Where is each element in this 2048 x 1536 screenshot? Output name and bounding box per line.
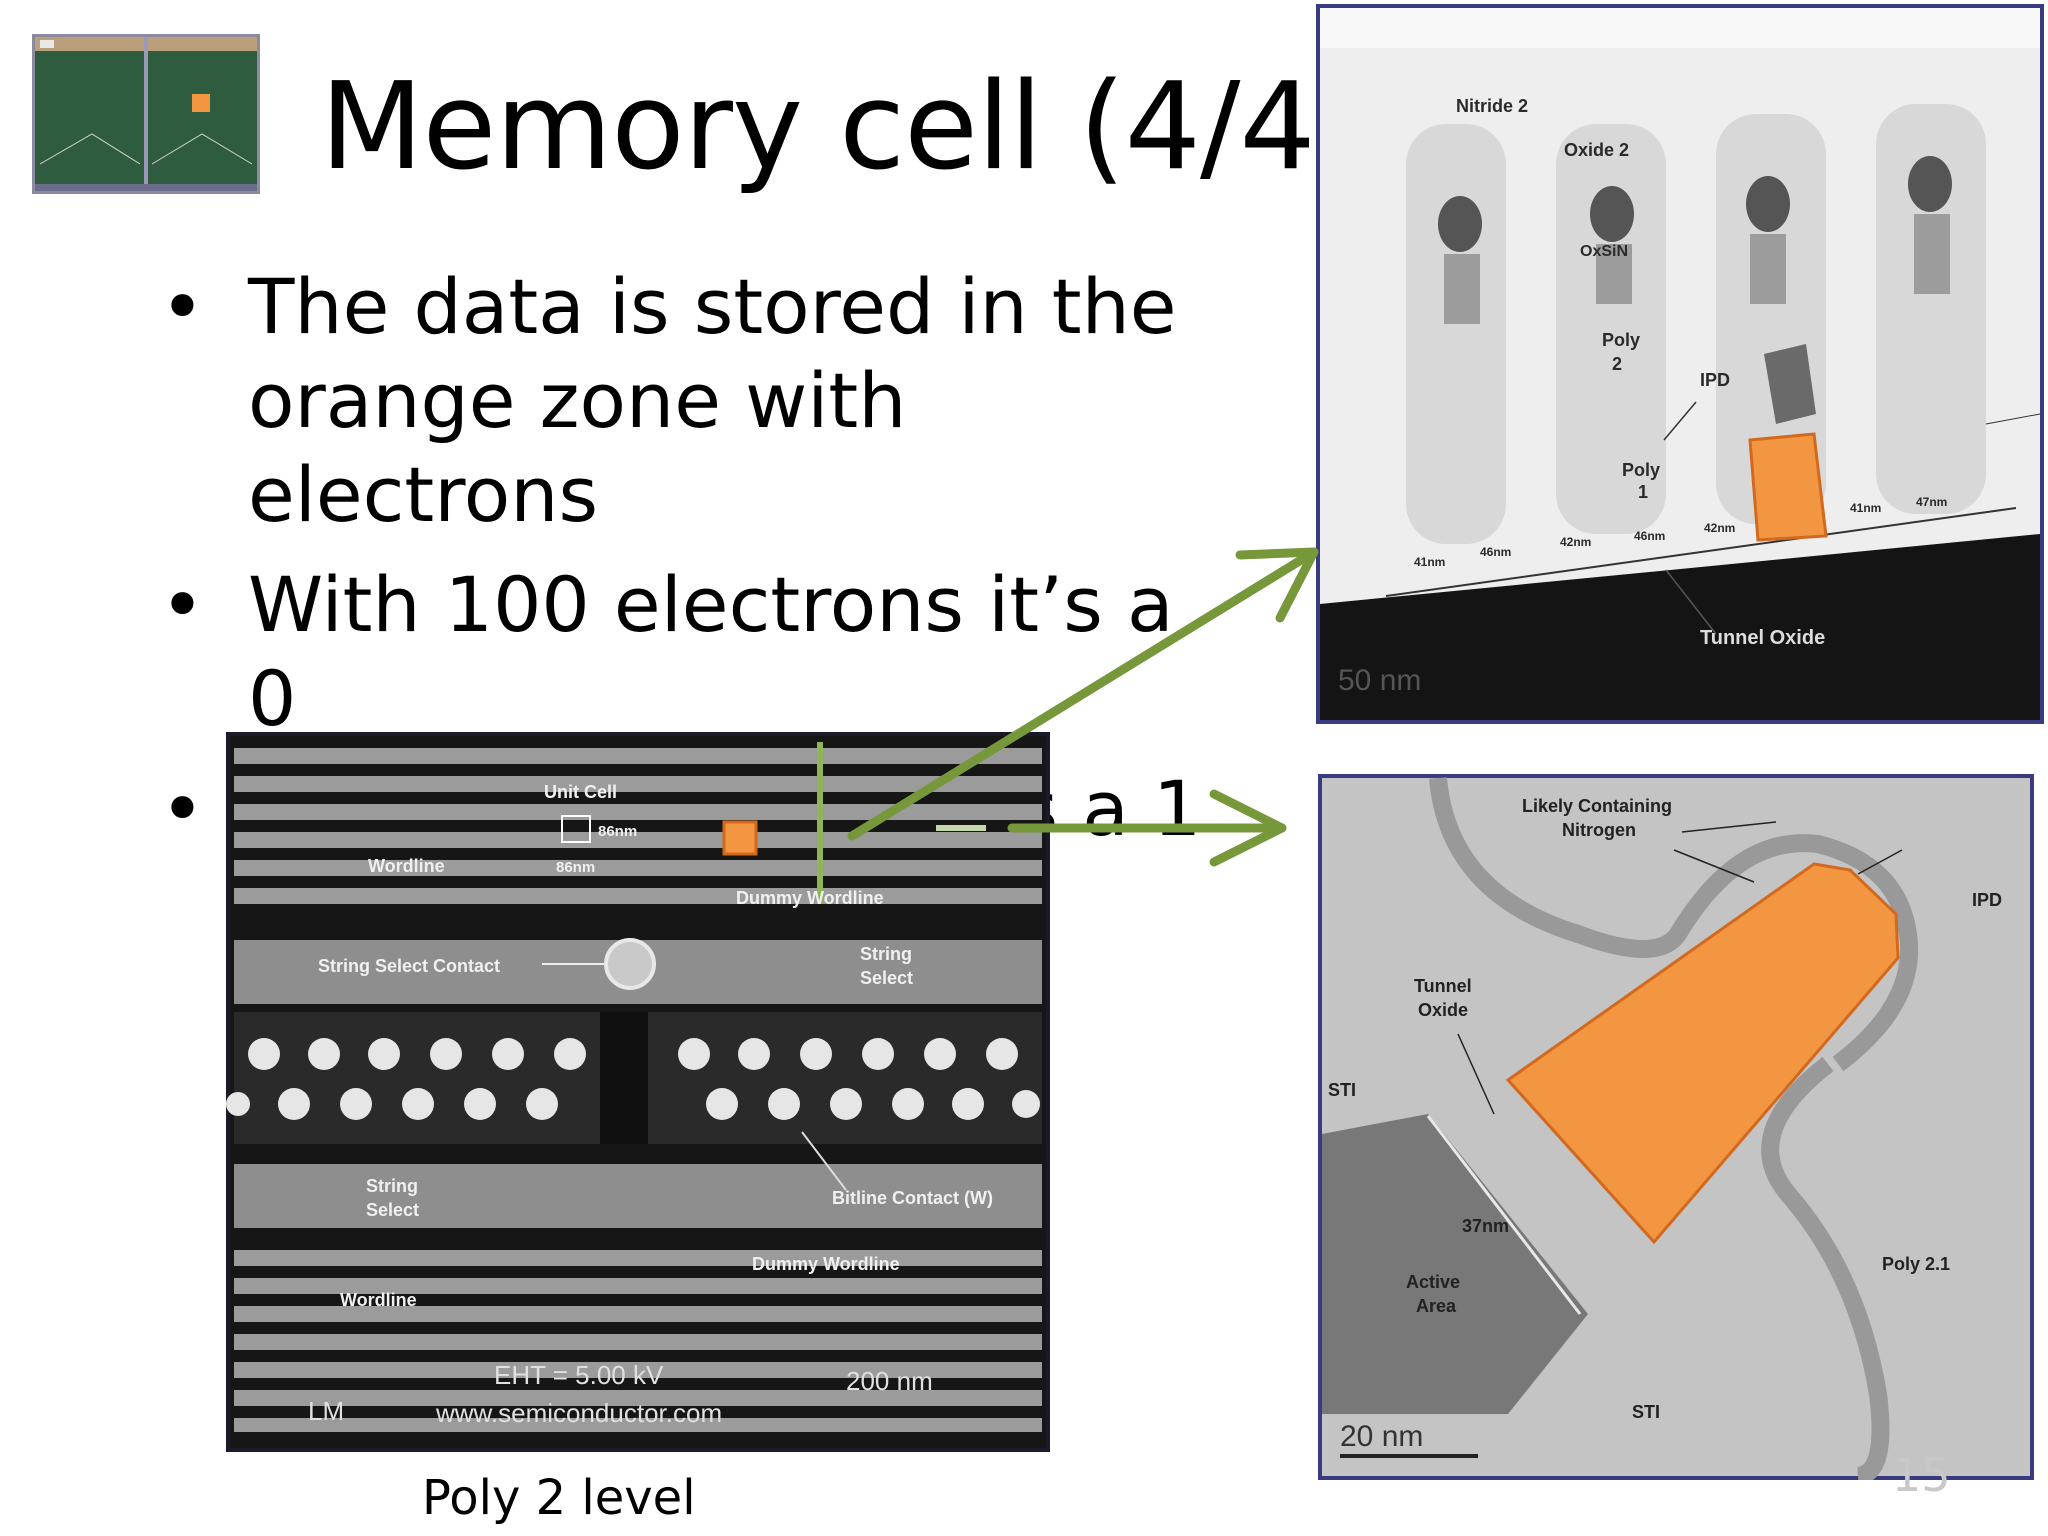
label-sti-left: STI [1328, 1080, 1356, 1100]
slide-title: Memory cell (4/4) [320, 58, 1362, 197]
label-area: Area [1416, 1296, 1457, 1316]
label-dummy-wordline-bottom: Dummy Wordline [752, 1254, 900, 1274]
sem-micrograph: Unit Cell 86nm 86nm Wordline Dummy Wordl… [226, 732, 1050, 1452]
label-eht: EHT = 5.00 kV [494, 1360, 664, 1390]
label-unit-cell: Unit Cell [544, 782, 617, 802]
label-string-select-left: String [366, 1176, 418, 1196]
label-poly1: Poly [1622, 460, 1660, 480]
arrow-to-bottom-image [1007, 789, 1287, 867]
label-poly2: Poly [1602, 330, 1640, 350]
label-wordline-top: Wordline [368, 856, 445, 876]
label-dim: 46nm [1480, 545, 1511, 559]
label-scale-50nm: 50 nm [1338, 664, 1421, 697]
arrow-to-top-image [847, 547, 1319, 841]
label-dim: 41nm [1850, 501, 1881, 515]
label-lm: LM [308, 1396, 344, 1426]
tem-cross-section-top: Nitride 2 Oxide 2 OxSiN Poly 2 IPD Poly … [1316, 4, 2044, 724]
label-active: Active [1406, 1272, 1460, 1292]
label-oxide-bottom: Oxide [1418, 1000, 1468, 1020]
tem-cross-section-bottom: Likely Containing Nitrogen IPD Tunnel Ox… [1318, 774, 2034, 1480]
label-wordline-bottom: Wordline [340, 1290, 417, 1310]
label-onon: OxSiN [1580, 243, 1628, 260]
bullet-marker: • [160, 560, 205, 649]
page-number: 15 [1892, 1448, 1951, 1502]
label-dim: 42nm [1560, 535, 1591, 549]
label-dummy-wordline-top: Dummy Wordline [736, 888, 884, 908]
label-likely-containing: Likely Containing [1522, 796, 1672, 816]
label-37nm: 37nm [1462, 1216, 1509, 1236]
bullet-marker: • [160, 262, 205, 351]
slide-thumbnail [32, 34, 260, 194]
label-string-select-contact: String Select Contact [318, 956, 500, 976]
bullet-item: • The data is stored in the orange zone w… [160, 260, 1240, 542]
label-dim: 47nm [1916, 495, 1947, 509]
label-nitrogen: Nitrogen [1562, 820, 1636, 840]
label-bitline-contact: Bitline Contact (W) [832, 1188, 993, 1208]
image-caption: Poly 2 level [422, 1470, 696, 1526]
label-poly21: Poly 2.1 [1882, 1254, 1950, 1274]
label-string-select-right-2: Select [860, 968, 913, 988]
label-string-select-left-2: Select [366, 1200, 419, 1220]
label-sti-bottom: STI [1632, 1402, 1660, 1422]
bullet-item: • With 100 electrons it’s a 0 [160, 558, 1240, 746]
label-scale-20nm: 20 nm [1340, 1420, 1423, 1453]
bullet-text: The data is stored in the orange zone wi… [248, 262, 1177, 539]
label-86nm-v: 86nm [598, 823, 637, 840]
label-tunnel: Tunnel [1414, 976, 1472, 996]
label-scale-200nm: 200 nm [846, 1366, 933, 1396]
bullet-marker: • [160, 764, 205, 853]
label-dim: 46nm [1634, 529, 1665, 543]
label-tunnel-oxide: Tunnel Oxide [1700, 627, 1825, 649]
label-ipd: IPD [1700, 370, 1730, 390]
label-86nm-h: 86nm [556, 859, 595, 876]
label-nitride: Nitride 2 [1456, 96, 1528, 116]
label-string-select-right: String [860, 944, 912, 964]
label-poly1-num: 1 [1638, 482, 1648, 502]
bullet-text: With 100 electrons it’s a 0 [248, 560, 1174, 743]
label-oxide: Oxide 2 [1564, 140, 1629, 160]
label-dim: 41nm [1414, 555, 1445, 569]
label-poly2-num: 2 [1612, 354, 1622, 374]
label-website: www.semiconductor.com [435, 1398, 722, 1428]
label-ipd-bottom: IPD [1972, 890, 2002, 910]
label-dim: 42nm [1704, 521, 1735, 535]
